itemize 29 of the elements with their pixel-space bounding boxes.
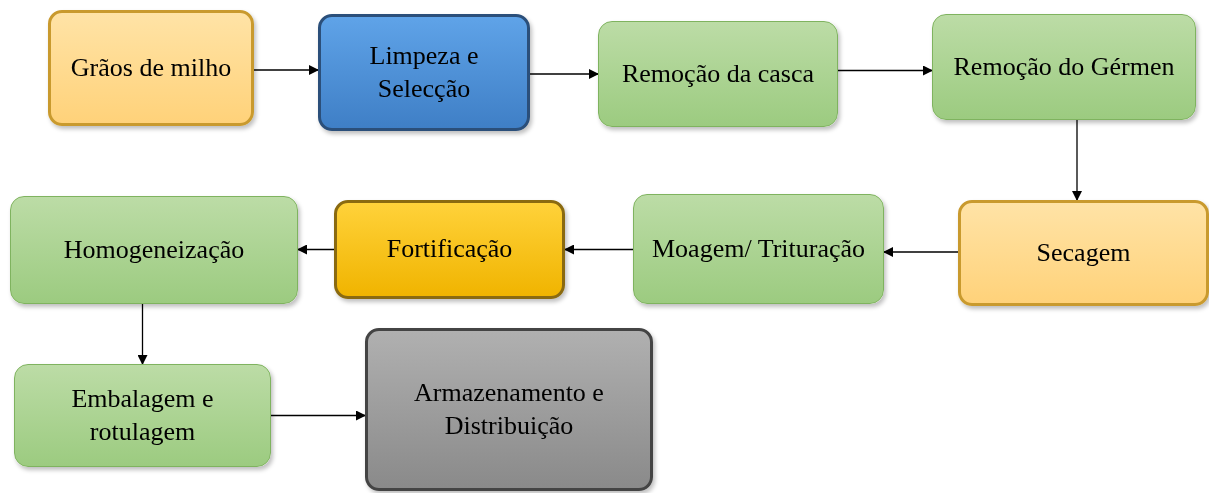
box-label: Armazenamento e Distribuição [413,377,605,442]
box-label: Remoção do Gérmen [953,50,1175,83]
process-box [318,14,530,131]
arrow [564,244,634,255]
arrow [883,247,959,257]
box-label: Homogeneização [63,233,245,266]
arrow [529,69,599,79]
arrow [1072,119,1082,201]
process-box [932,14,1196,120]
box-label: Secagem [1036,236,1131,269]
arrow [297,244,335,255]
box-label: Grãos de milho [70,51,232,84]
box-label: Limpeza e Selecção [368,40,480,105]
arrow [137,303,148,365]
process-box [334,200,565,299]
process-box [14,364,271,467]
process-box [958,200,1209,306]
process-box [10,196,298,304]
box-label: Fortificação [386,233,513,266]
arrow [253,65,319,75]
process-box [365,328,653,491]
arrow [270,410,366,421]
arrow [837,65,933,76]
box-label: Moagem/ Trituração [652,232,865,265]
box-label: Remoção da casca [622,57,814,90]
process-box [598,21,838,127]
process-box [48,10,254,126]
process-box [633,194,884,304]
box-label: Embalagem e rotulagem [70,383,215,448]
